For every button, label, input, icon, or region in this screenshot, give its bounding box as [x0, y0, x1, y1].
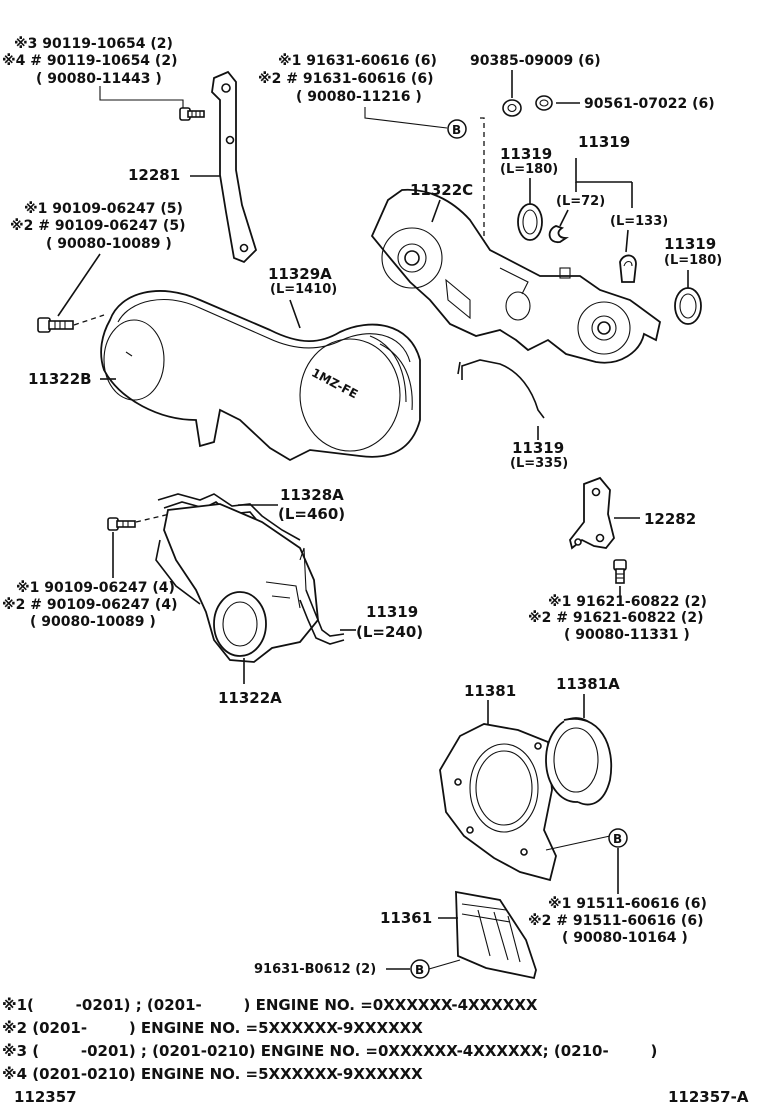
seal-11319-l180-b	[674, 287, 702, 325]
gasket-11319-l240	[299, 589, 345, 645]
note-3: ※3 ( -0201) ; (0201-0210) ENGINE NO. =0X…	[2, 1042, 658, 1060]
label-11322c: 11322C	[410, 181, 474, 199]
label-11361: 11361	[380, 909, 433, 927]
leader-ref-b-right	[545, 835, 611, 851]
leader-11322c	[431, 199, 441, 223]
callout-bolt-left-low-3: ( 90080-10089 )	[30, 614, 156, 630]
leader-11329a	[289, 299, 301, 329]
label-11328a: 11328A	[280, 486, 344, 504]
label-11329a-length: (L=1410)	[270, 282, 338, 297]
rear-plate-11322c	[370, 188, 662, 364]
leader-bolt-left-mid	[57, 253, 101, 317]
callout-bolt-left-mid-1: ※1 90109-06247 (5)	[24, 201, 183, 217]
bolt-91621-icon	[613, 559, 627, 584]
callout-bolt-bottom: 91631-B0612 (2)	[254, 962, 377, 977]
cover-plate-11361	[455, 890, 537, 980]
label-11329a: 11329A	[268, 265, 332, 283]
callout-bolt-left-mid-2: ※2 # 90109-06247 (5)	[10, 218, 186, 234]
callout-bolt-top-mid-1: ※1 91631-60616 (6)	[278, 53, 437, 69]
callout-washer-top: 90561-07022 (6)	[584, 96, 715, 112]
diagram-id-left: 112357	[14, 1088, 77, 1106]
callout-nut-top: 90385-09009 (6)	[470, 53, 601, 69]
callout-bolt-right-low-3: ( 90080-11331 )	[564, 627, 690, 643]
bolt-90109-lower-icon	[107, 517, 136, 531]
label-11319-c: 11319	[512, 439, 565, 457]
callout-bolt-top-left-1: ※3 90119-10654 (2)	[14, 36, 173, 52]
label-11319-group: 11319	[578, 133, 631, 151]
callout-bolt-top-left-2: ※4 # 90119-10654 (2)	[2, 53, 178, 69]
leader-bolt-top-left	[99, 86, 184, 108]
leader-11319-group	[575, 158, 632, 183]
label-11319-b-length: (L=180)	[664, 253, 723, 268]
callout-bolt-top-mid-2: ※2 # 91631-60616 (6)	[258, 71, 434, 87]
label-11319-b: 11319	[664, 235, 717, 253]
bolt-90119-icon	[179, 107, 205, 121]
callout-bolt-right-low-1: ※1 91621-60822 (2)	[548, 594, 707, 610]
ref-b-top	[447, 119, 467, 139]
seal-11319-l133	[619, 254, 637, 283]
label-11322b: 11322B	[28, 370, 92, 388]
callout-bolt-right-low-2: ※2 # 91621-60822 (2)	[528, 610, 704, 626]
bolt-90109-upper-icon	[37, 317, 74, 333]
retainer-11381	[439, 723, 557, 882]
oil-seal-11381a	[545, 717, 613, 806]
label-11319-l72: (L=72)	[556, 194, 606, 209]
timing-cover-11322b	[100, 290, 421, 462]
label-11319-d-length: (L=240)	[356, 623, 424, 641]
callout-bolt-left-low-2: ※2 # 90109-06247 (4)	[2, 597, 178, 613]
nut-90385-icon	[502, 99, 522, 117]
callout-bolt-left-mid-3: ( 90080-10089 )	[46, 236, 172, 252]
label-11319-c-length: (L=335)	[510, 456, 569, 471]
timing-cover-11322a	[163, 503, 319, 663]
seal-11319-l72	[548, 225, 569, 243]
svg-text:B: B	[415, 963, 424, 977]
washer-90561-icon	[535, 95, 553, 111]
label-11319-a: 11319	[500, 145, 553, 163]
callout-bolt-right-bottom-2: ※2 # 91511-60616 (6)	[528, 913, 704, 929]
note-4: ※4 (0201-0210) ENGINE NO. =5XXXXXX-9XXXX…	[2, 1065, 423, 1083]
label-12281: 12281	[128, 166, 181, 184]
callout-bolt-right-bottom-3: ( 90080-10164 )	[562, 930, 688, 946]
note-2: ※2 (0201- ) ENGINE NO. =5XXXXXX-9XXXXXX	[2, 1019, 423, 1037]
bracket-12282	[569, 476, 615, 550]
label-11319-l133: (L=133)	[610, 214, 669, 229]
label-11381a: 11381A	[556, 675, 620, 693]
callout-bolt-right-bottom-1: ※1 91511-60616 (6)	[548, 896, 707, 912]
diagram-id-right: 112357-A	[668, 1088, 749, 1106]
note-1: ※1( -0201) ; (0201- ) ENGINE NO. =0XXXXX…	[2, 996, 538, 1014]
svg-text:B: B	[613, 832, 622, 846]
gasket-11319-l335	[457, 359, 545, 419]
label-11381: 11381	[464, 682, 517, 700]
leader-bolt-top-mid	[364, 107, 448, 129]
label-11319-a-length: (L=180)	[500, 162, 559, 177]
seal-11319-l180-a	[517, 203, 543, 241]
callout-bolt-top-left-3: ( 90080-11443 )	[36, 71, 162, 87]
label-11328a-length: (L=460)	[278, 505, 346, 523]
label-11319-d: 11319	[366, 603, 419, 621]
label-12282: 12282	[644, 510, 697, 528]
svg-text:B: B	[452, 123, 461, 137]
label-11322a: 11322A	[218, 689, 282, 707]
callout-bolt-left-low-1: ※1 90109-06247 (4)	[16, 580, 175, 596]
callout-bolt-top-mid-3: ( 90080-11216 )	[296, 89, 422, 105]
bracket-12281	[211, 70, 258, 264]
ref-b-right	[608, 828, 628, 848]
